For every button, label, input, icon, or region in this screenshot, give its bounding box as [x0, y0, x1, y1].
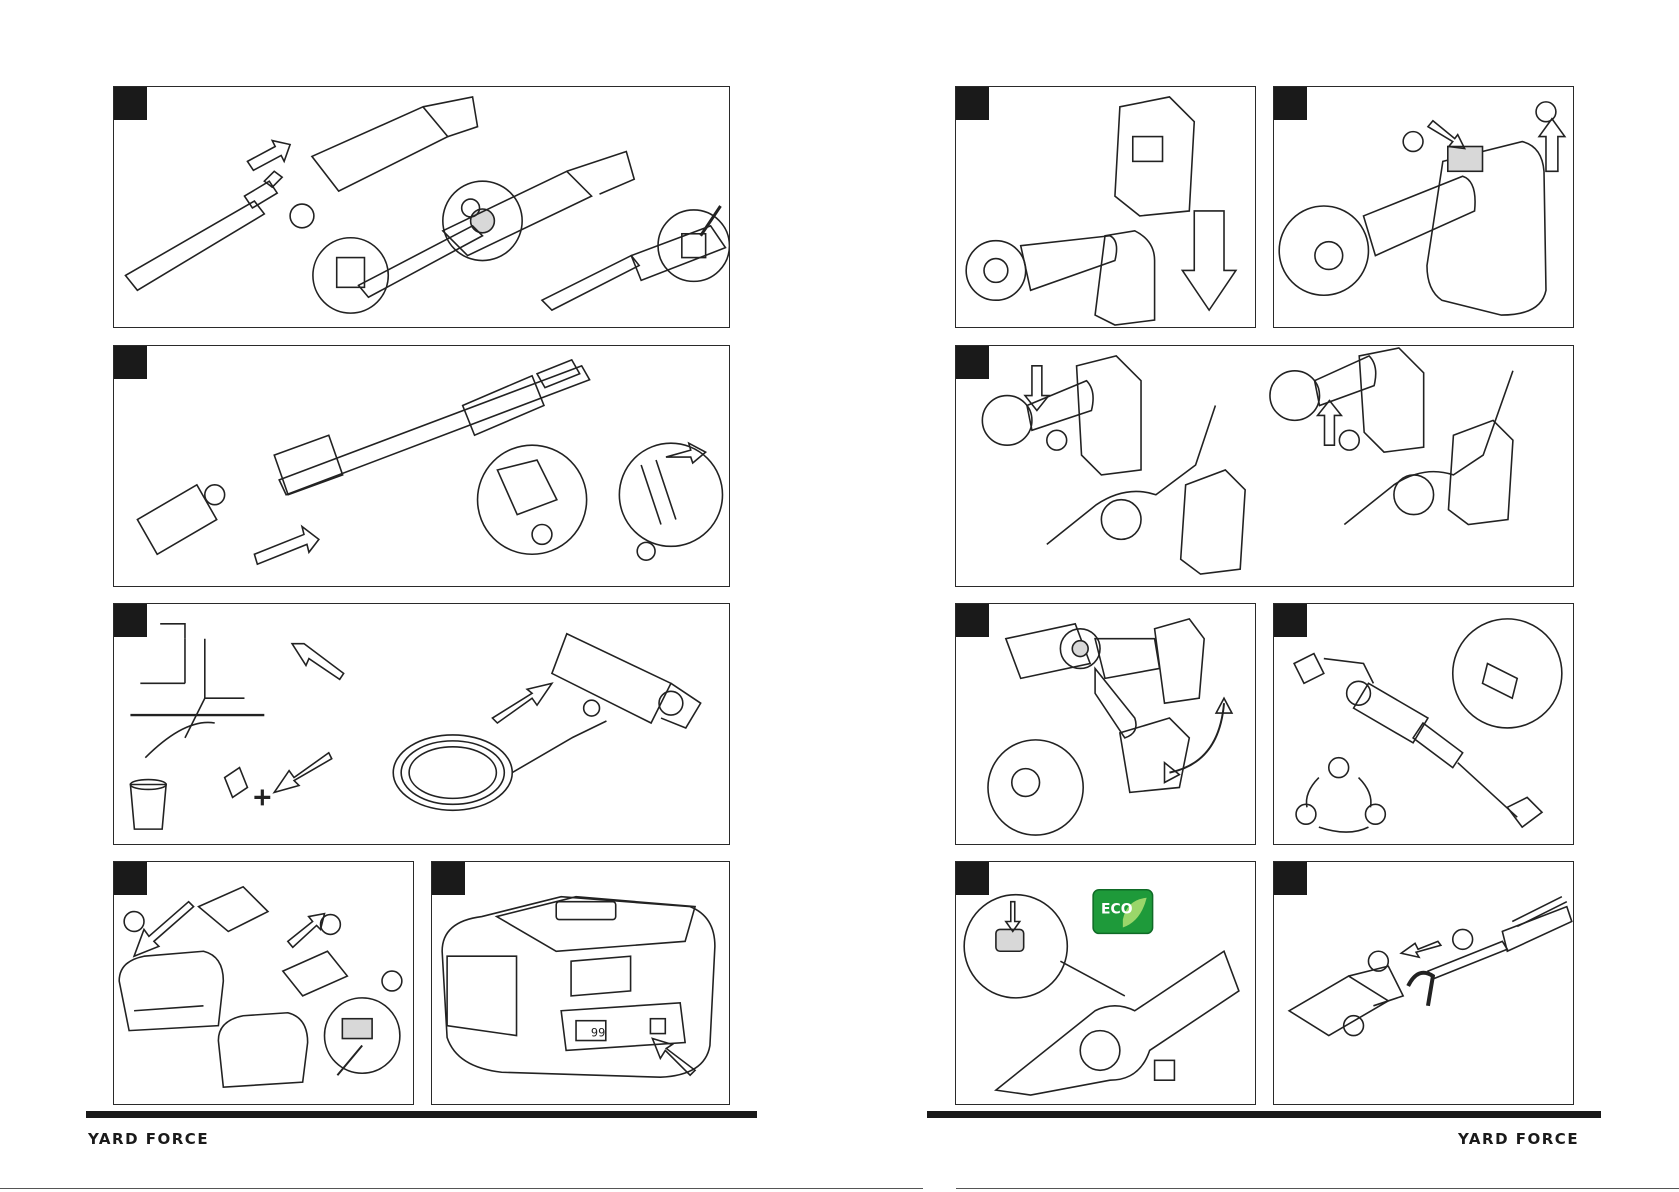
switch-on-illustration	[956, 346, 1573, 586]
water-supply-illustration	[114, 604, 729, 844]
battery-display-illustration: 99	[432, 862, 729, 1104]
panel-charger	[113, 861, 414, 1105]
charger-illustration	[114, 862, 413, 1104]
eco-logo-text: ECO	[1101, 902, 1133, 918]
panel-battery-display: 99	[431, 861, 730, 1105]
panel-nozzle-connection	[113, 345, 730, 587]
nozzle-connection-illustration	[114, 346, 729, 586]
footer-rule-right	[927, 1111, 1601, 1118]
remove-battery-illustration	[1274, 87, 1573, 327]
page-bottom-line-right	[956, 1188, 1679, 1189]
panel-eco-mode: ECO	[955, 861, 1256, 1105]
page-bottom-line-left	[0, 1188, 923, 1189]
panel-remove-battery	[1273, 86, 1574, 328]
panel-lance-assembly	[113, 86, 730, 328]
nozzle-positions-illustration	[1274, 604, 1573, 844]
panel-water-supply	[113, 603, 730, 845]
brand-logo-left: YARD FORCE	[88, 1130, 209, 1148]
brand-logo-right: YARD FORCE	[1458, 1130, 1579, 1148]
accessory-attach-illustration	[1274, 862, 1573, 1104]
adjust-handle-illustration	[956, 604, 1255, 844]
panel-accessory-attach	[1273, 861, 1574, 1105]
eco-mode-illustration: ECO	[956, 862, 1255, 1104]
panel-adjust-handle	[955, 603, 1256, 845]
eco-logo: ECO	[1093, 890, 1153, 934]
panel-nozzle-positions	[1273, 603, 1574, 845]
display-readout: 99	[591, 1026, 605, 1040]
lance-assembly-illustration	[114, 87, 729, 327]
footer-rule-left	[86, 1111, 757, 1118]
panel-insert-battery	[955, 86, 1256, 328]
panel-switch-on	[955, 345, 1574, 587]
insert-battery-illustration	[956, 87, 1255, 327]
